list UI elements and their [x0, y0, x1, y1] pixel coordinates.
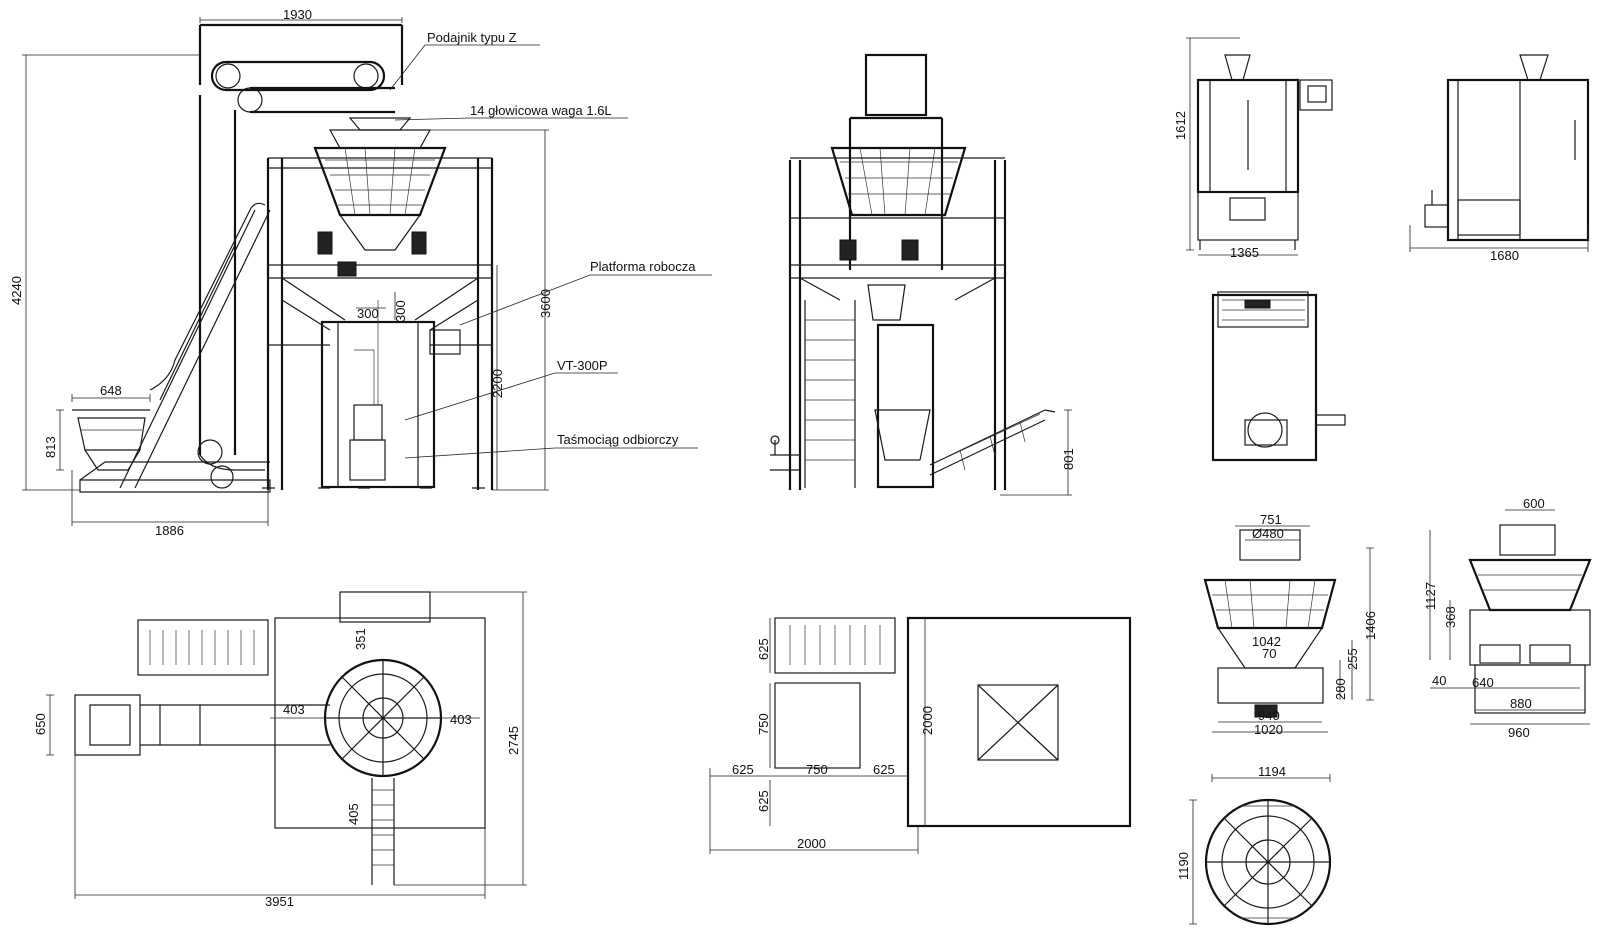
dim-platform-height: 2200: [490, 369, 505, 398]
dim-platform-625-l: 625: [732, 762, 754, 777]
dim-plan-width-a: 650: [33, 713, 48, 735]
line-plan-view: 650 2745 3951 403 403 351 405: [33, 591, 527, 909]
label-platform: Platforma robocza: [590, 259, 696, 274]
dim-chute-a: 300: [357, 306, 379, 321]
dim-weigher-70: 70: [1262, 646, 1276, 661]
dim-weigher-plan-w: 1194: [1258, 764, 1286, 779]
platform-plan-view: 625 750 2000 625 750 625 625 2000: [709, 616, 1132, 854]
dim-weigher-diam: Ø480: [1252, 526, 1284, 541]
dim-platform-625-top: 625: [756, 638, 771, 660]
dim-weigher-940: 940: [1258, 708, 1280, 723]
dim-plan-length: 3951: [265, 894, 294, 909]
label-packer: VT-300P: [557, 358, 608, 373]
dim-base-length: 1886: [155, 523, 184, 538]
dim-hopper-width: 648: [100, 383, 122, 398]
label-conveyor-z: Podajnik typu Z: [427, 30, 517, 45]
front-elevation-view: Podajnik typu Z 14 głowicowa waga 1.6L P…: [9, 7, 712, 538]
dim-packer-front-height: 1612: [1173, 111, 1188, 140]
dim-weigher-side-960: 960: [1508, 725, 1530, 740]
dim-plan-offset-right: 403: [450, 712, 472, 727]
weigher-views: 751 Ø480 1406 1042 70 255 280 940 1020 6…: [1176, 496, 1592, 926]
dim-hopper-height: 813: [43, 436, 58, 458]
dim-plan-stair: 405: [346, 803, 361, 825]
dim-platform-625-bot: 625: [756, 790, 771, 812]
dim-weigher-1042: 1042: [1252, 634, 1281, 649]
dim-frame-height: 3600: [538, 289, 553, 318]
dim-packer-side-width: 1680: [1490, 248, 1519, 263]
dim-weigher-side-640: 640: [1472, 675, 1494, 690]
dim-weigher-side-40: 40: [1432, 673, 1446, 688]
dim-plan-top: 351: [353, 628, 368, 650]
dim-packer-front-width: 1365: [1230, 245, 1259, 260]
dim-platform-625-r: 625: [873, 762, 895, 777]
dim-weigher-255: 255: [1345, 648, 1360, 670]
label-weigher: 14 głowicowa waga 1.6L: [470, 103, 612, 118]
dim-plan-offset-left: 403: [283, 702, 305, 717]
dim-main-width-top: 1930: [283, 7, 312, 22]
dim-platform-2000-v: 2000: [920, 706, 935, 735]
dim-weigher-280: 280: [1333, 678, 1348, 700]
dim-platform-750-h: 750: [806, 762, 828, 777]
dim-weigher-top: 751: [1260, 512, 1282, 527]
dim-platform-750: 750: [756, 713, 771, 735]
dim-weigher-1020: 1020: [1254, 722, 1283, 737]
dim-plan-depth: 2745: [506, 726, 521, 755]
dim-weigher-side-368: 368: [1443, 606, 1458, 628]
dim-chute-b: 300: [393, 300, 408, 322]
dim-platform-2000-h: 2000: [797, 836, 826, 851]
packer-views: 1612 1365 1680: [1173, 37, 1590, 462]
dim-weigher-side-top: 600: [1523, 496, 1545, 511]
dim-weigher-height: 1406: [1363, 611, 1378, 640]
label-takeoff-conveyor: Taśmociąg odbiorczy: [557, 432, 679, 447]
dim-side-conveyor-height: 801: [1061, 448, 1076, 470]
side-elevation-view: 801: [770, 53, 1076, 496]
dim-weigher-plan-h: 1190: [1176, 852, 1191, 880]
dim-weigher-side-height: 1127: [1423, 582, 1438, 610]
dim-weigher-side-880: 880: [1510, 696, 1532, 711]
dim-main-height: 4240: [9, 276, 24, 305]
